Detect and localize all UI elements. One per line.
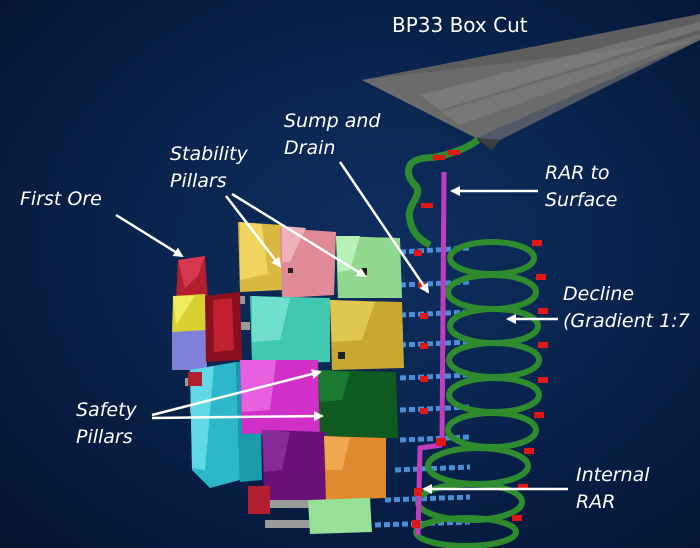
label-sump-drain: Sump and Drain [284,110,381,159]
label-safety-pillars: Safety Pillars [76,399,137,448]
box-cut-ramp [362,14,700,150]
arrow-safety-1 [151,369,322,417]
arrow-first-ore [115,213,184,258]
rar-markers [412,438,446,528]
internal-rar [415,442,443,536]
label-first-ore: First Ore [20,188,102,210]
stope-blocks [172,222,404,534]
stope-lightgreen-bottom [308,498,372,534]
label-internal-rar: Internal RAR [576,464,650,513]
arrow-stability-2 [231,192,367,278]
stope-first-ore-lavender [172,330,207,370]
rar-to-surface [439,171,447,446]
arrow-stability-1 [225,195,282,268]
label-rar-to-surface: RAR to Surface [545,162,618,211]
access-ramp-markers [421,150,460,208]
decline-markers [512,240,548,521]
label-box-cut: BP33 Box Cut [392,13,528,37]
arrow-safety-2 [151,411,324,422]
arrow-sump-drain [338,161,430,294]
label-decline: Decline (Gradient 1:7 [563,283,690,332]
label-stability-pillars: Stability Pillars [170,143,248,192]
annotation-arrows [115,161,568,494]
